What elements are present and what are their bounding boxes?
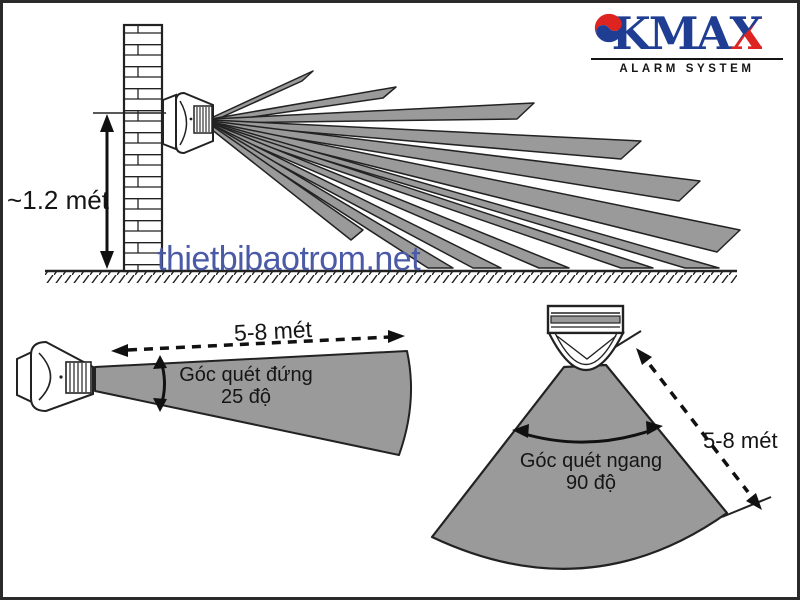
komax-wordmark: K MA X xyxy=(591,11,783,56)
mount-height-label: ~1.2 mét xyxy=(7,185,109,215)
side-view-beam-wedge xyxy=(94,350,413,456)
side-view-sensor xyxy=(16,340,94,413)
detection-beams xyxy=(210,70,741,269)
komax-logo: K MA X ALARM SYSTEM xyxy=(591,11,783,75)
watermark-text: thietbibaotrom.net xyxy=(157,240,421,278)
side-angle-line1: Góc quét đứng xyxy=(179,364,313,386)
logo-letters-ma: MA xyxy=(648,7,732,60)
top-angle-line2: 90 độ xyxy=(565,472,617,495)
side-angle-line2: 25 độ xyxy=(220,386,272,409)
side-range-arrow xyxy=(111,330,405,357)
top-view-sensor xyxy=(546,304,625,372)
logo-subtitle: ALARM SYSTEM xyxy=(591,58,783,75)
top-angle-line1: Góc quét ngang xyxy=(519,450,663,472)
side-angle-label: Góc quét đứng 25 độ xyxy=(173,364,319,409)
logo-letter-x: X xyxy=(729,7,764,60)
top-range-arrow xyxy=(636,348,762,510)
brick-wall xyxy=(122,23,164,273)
height-measure-arrow xyxy=(93,112,166,269)
logo-swirl-icon xyxy=(594,13,624,43)
top-angle-arc-arrow xyxy=(512,421,663,444)
diagram-linework xyxy=(16,23,772,570)
top-angle-label: Góc quét ngang 90 độ xyxy=(507,450,675,495)
wall-sensor xyxy=(162,91,214,155)
side-angle-arrow xyxy=(153,355,167,412)
top-range-label: 5-8 mét xyxy=(703,428,778,453)
